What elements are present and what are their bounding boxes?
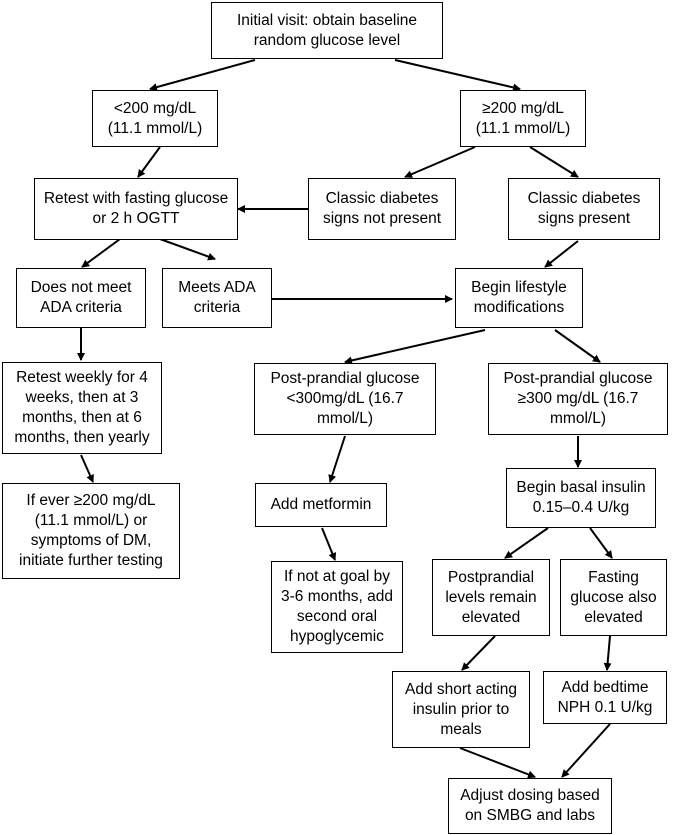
node-classic-present: Classic diabetes signs present (508, 178, 660, 240)
arrow-basal-to-fasting-elev (589, 527, 613, 559)
node-metformin: Add metformin (255, 483, 387, 527)
node-short-acting: Add short acting insulin prior to meals (392, 671, 530, 748)
node-pp-ge300-text: Post-prandial glucose ≥300 mg/dL (16.7 m… (503, 370, 653, 427)
node-bedtime-nph: Add bedtime NPH 0.1 U/kg (543, 671, 667, 724)
node-ge200: ≥200 mg/dL (11.1 mmol/L) (460, 90, 586, 147)
node-classic-not-present-text: Classic diabetes signs not present (322, 190, 442, 227)
node-metformin-text: Add metformin (270, 496, 372, 513)
node-basal-insulin: Begin basal insulin 0.15–0.4 U/kg (506, 468, 656, 528)
node-adjust-dosing-text: Adjust dosing based on SMBG and labs (460, 787, 600, 824)
node-retest-fasting: Retest with fasting glucose or 2 h OGTT (34, 178, 238, 240)
node-retest-fasting-text: Retest with fasting glucose or 2 h OGTT (43, 190, 229, 227)
arrow-short-acting-to-adjust (459, 747, 536, 779)
node-retest-weekly: Retest weekly for 4 weeks, then at 3 mon… (2, 362, 162, 454)
arrow-lt200-to-retest (137, 146, 161, 178)
node-pp-ge300: Post-prandial glucose ≥300 mg/dL (16.7 m… (488, 363, 668, 435)
node-basal-insulin-text: Begin basal insulin 0.15–0.4 U/kg (516, 479, 646, 516)
arrow-pp-lt300-to-metformin (328, 435, 346, 483)
arrow-initial-to-lt200 (149, 59, 256, 91)
node-initial-visit-text: Initial visit: obtain baseline random gl… (236, 11, 418, 49)
arrow-retest-to-not-meet (81, 238, 121, 268)
arrow-bedtime-to-adjust (561, 723, 611, 778)
node-not-meet-ada-text: Does not meet ADA criteria (30, 279, 132, 316)
node-if-ever-text: If ever ≥200 mg/dL (11.1 mmol/L) or symp… (19, 492, 163, 569)
node-not-at-goal-text: If not at goal by 3-6 months, add second… (280, 568, 393, 645)
node-not-meet-ada: Does not meet ADA criteria (16, 268, 146, 328)
node-fasting-elevated: Fasting glucose also elevated (560, 559, 667, 636)
node-adjust-dosing: Adjust dosing based on SMBG and labs (448, 778, 612, 834)
node-short-acting-text: Add short acting insulin prior to meals (404, 680, 517, 738)
node-bedtime-nph-text: Add bedtime NPH 0.1 U/kg (557, 678, 653, 716)
node-pp-lt300-text: Post-prandial glucose <300mg/dL (16.7 mm… (270, 370, 420, 427)
arrow-classic-present-to-lifestyle (544, 240, 579, 268)
arrow-ge200-to-classic-not (404, 146, 476, 178)
arrow-retest-to-meets (159, 238, 216, 261)
arrow-initial-to-ge200 (394, 59, 521, 92)
arrow-metformin-to-not-at-goal (321, 527, 337, 561)
arrow-basal-to-postprandial-elev (504, 527, 549, 559)
node-lt200-text: <200 mg/dL (11.1 mmol/L) (107, 99, 203, 137)
node-postprandial-elevated-text: Postprandial levels remain elevated (445, 568, 537, 626)
node-lt200: <200 mg/dL (11.1 mmol/L) (92, 90, 218, 147)
node-pp-lt300: Post-prandial glucose <300mg/dL (16.7 mm… (254, 363, 436, 435)
arrow-ge200-to-classic-present (529, 146, 579, 178)
node-if-ever: If ever ≥200 mg/dL (11.1 mmol/L) or symp… (2, 483, 180, 579)
node-ge200-text: ≥200 mg/dL (11.1 mmol/L) (475, 99, 571, 137)
node-classic-present-text: Classic diabetes signs present (527, 190, 641, 227)
arrow-lifestyle-to-pp-lt300 (344, 329, 486, 365)
arrow-retest-weekly-to-if-ever (80, 454, 94, 483)
node-meets-ada: Meets ADA criteria (162, 268, 272, 328)
arrow-fasting-to-bedtime (603, 635, 612, 671)
node-lifestyle: Begin lifestyle modifications (455, 268, 583, 328)
node-lifestyle-text: Begin lifestyle modifications (471, 279, 567, 316)
arrow-postprandial-to-short-acting (461, 635, 496, 671)
node-postprandial-elevated: Postprandial levels remain elevated (432, 559, 550, 636)
node-not-at-goal: If not at goal by 3-6 months, add second… (271, 561, 403, 653)
arrow-lifestyle-to-pp-ge300 (554, 329, 601, 363)
node-retest-weekly-text: Retest weekly for 4 weeks, then at 3 mon… (14, 369, 150, 446)
node-classic-not-present: Classic diabetes signs not present (308, 178, 456, 240)
node-fasting-elevated-text: Fasting glucose also elevated (570, 568, 657, 626)
node-initial-visit: Initial visit: obtain baseline random gl… (211, 2, 443, 59)
node-meets-ada-text: Meets ADA criteria (178, 279, 256, 316)
